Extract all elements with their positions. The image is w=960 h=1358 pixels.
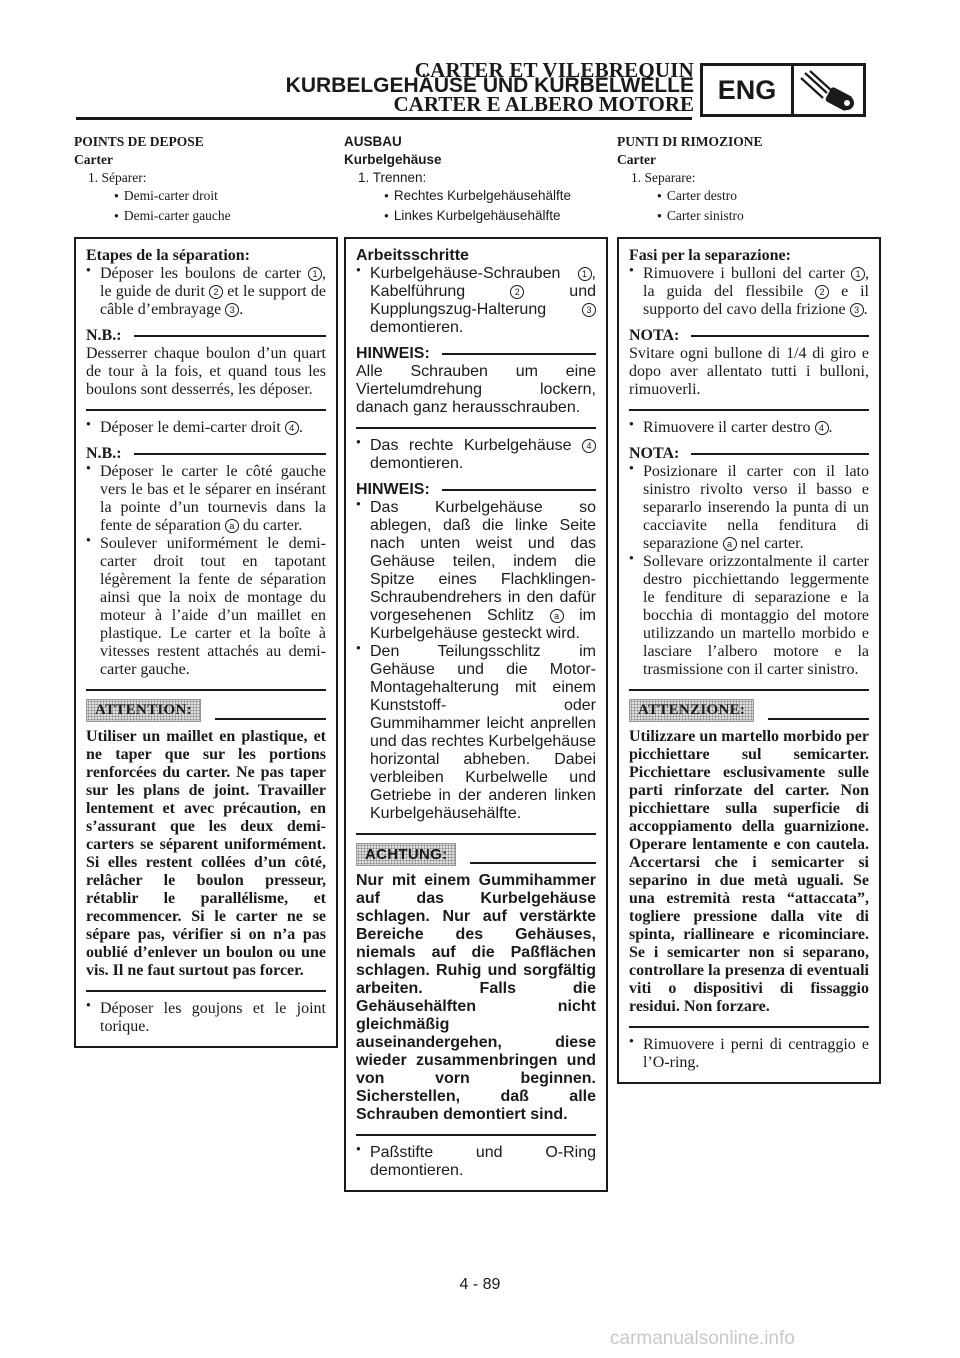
title-german: KURBELGEHÄUSE UND KURBELWELLE: [285, 74, 694, 97]
divider: [86, 409, 326, 411]
note-text: Alle Schrauben um eine Viertelumdrehung …: [356, 363, 596, 416]
divider: [356, 1134, 596, 1136]
header-rule: [76, 117, 692, 120]
note-text: Svitare ogni bullone di 1/4 di giro e do…: [629, 345, 869, 398]
callout-4: 4: [582, 439, 596, 453]
divider: [356, 427, 596, 429]
callout-3: 3: [225, 303, 240, 317]
caution-text: Utilizzare un martello morbido per picch…: [629, 728, 869, 1015]
note-item: Soulever uniformément le demi-carter dro…: [86, 535, 326, 679]
callout-4: 4: [284, 421, 299, 435]
caution-heading: ACHTUNG:: [356, 843, 596, 866]
part-item: Carter sinistro: [617, 207, 881, 227]
callout-1: 1: [851, 267, 865, 281]
procedure-box: Fasi per la separazione: Rimuovere i bul…: [617, 237, 881, 1084]
procedure-box: Arbeitsschritte Kurbelgehäuse-Schrauben …: [344, 237, 608, 1192]
title-italian: CARTER E ALBERO MOTORE: [393, 92, 694, 116]
section-badge: ENG: [700, 63, 866, 117]
callout-3: 3: [849, 303, 864, 317]
section-heading: AUSBAU: [344, 134, 402, 149]
page-number: 4 - 89: [459, 1276, 501, 1293]
divider: [356, 833, 596, 835]
part-item: Rechtes Kurbelgehäusehälfte: [344, 187, 608, 207]
note-item: Den Teilungsschlitz im Gehäuse und die M…: [356, 643, 596, 823]
caution-text: Utiliser un maillet en plastique, et ne …: [86, 728, 326, 979]
title-french: CARTER ET VILEBREQUIN: [414, 58, 694, 82]
step-1: 1. Separare:: [631, 170, 696, 185]
callout-2: 2: [510, 285, 525, 299]
caution-label: ATTENTION:: [86, 699, 201, 722]
section-subheading: Carter: [617, 152, 656, 167]
procedure-item: Déposer le demi-carter droit 4.: [86, 419, 326, 437]
note-heading: HINWEIS:: [356, 345, 596, 363]
column-italian: PUNTI DI RIMOZIONE Carter 1. Separare: C…: [617, 133, 881, 1084]
step-1: 1. Trennen:: [358, 170, 427, 185]
procedure-item: Paßstifte und O-Ring demontieren.: [356, 1144, 596, 1180]
part-item: Demi-carter gauche: [74, 207, 338, 227]
part-item: Carter destro: [617, 187, 881, 207]
callout-2: 2: [209, 285, 224, 299]
note-item: Das Kurbelgehäuse so ablegen, daß die li…: [356, 499, 596, 643]
caution-label: ATTENZIONE:: [629, 699, 755, 722]
note-heading: HINWEIS:: [356, 481, 596, 499]
section-heading: POINTS DE DEPOSE: [74, 134, 204, 149]
callout-a: a: [549, 609, 564, 623]
caution-heading: ATTENZIONE:: [629, 699, 869, 722]
callout-2: 2: [815, 285, 830, 299]
caution-text: Nur mit einem Gummihammer auf das Kurbel…: [356, 872, 596, 1123]
note-item: Posizionare il carter con il lato sinist…: [629, 463, 869, 553]
section-heading: PUNTI DI RIMOZIONE: [617, 134, 763, 149]
note-heading: N.B.:: [86, 445, 326, 463]
procedure-item: Déposer les boulons de carter 1, le guid…: [86, 265, 326, 319]
box-lead: Fasi per la separazione:: [629, 247, 791, 264]
note-item: Déposer le carter le côté gauche vers le…: [86, 463, 326, 535]
callout-4: 4: [814, 421, 829, 435]
divider: [629, 1026, 869, 1028]
callout-a: a: [224, 519, 239, 533]
step-1: 1. Séparer:: [88, 170, 147, 185]
engine-crankshaft-icon: [794, 66, 863, 114]
procedure-item: Kurbelgehäuse-Schrauben 1, Kabelführung …: [356, 265, 596, 337]
divider: [86, 689, 326, 691]
callout-1: 1: [308, 267, 322, 281]
badge-label: ENG: [703, 66, 794, 114]
part-item: Demi-carter droit: [74, 187, 338, 207]
watermark: carmanualsonline.info: [610, 1328, 795, 1349]
part-item: Linkes Kurbelgehäusehälfte: [344, 207, 608, 227]
procedure-item: Rimuovere il carter destro 4.: [629, 419, 869, 437]
box-lead: Etapes de la séparation:: [86, 247, 250, 264]
note-heading: N.B.:: [86, 327, 326, 345]
section-subheading: Carter: [74, 152, 113, 167]
note-heading: NOTA:: [629, 327, 869, 345]
divider: [629, 689, 869, 691]
section-subheading: Kurbelgehäuse: [344, 152, 442, 167]
callout-3: 3: [582, 303, 596, 317]
callout-a: a: [722, 537, 737, 551]
note-text: Desserrer chaque boulon d’un quart de to…: [86, 345, 326, 398]
procedure-item: Déposer les goujons et le joint torique.: [86, 1000, 326, 1036]
divider: [86, 990, 326, 992]
caution-heading: ATTENTION:: [86, 699, 326, 722]
column-french: POINTS DE DEPOSE Carter 1. Séparer: Demi…: [74, 133, 338, 1048]
procedure-item: Rimuovere i perni di centraggio e l’O-ri…: [629, 1036, 869, 1072]
procedure-item: Das rechte Kurbelgehäuse 4 demontieren.: [356, 437, 596, 473]
box-lead: Arbeitsschritte: [356, 247, 469, 264]
column-german: AUSBAU Kurbelgehäuse 1. Trennen: Rechtes…: [344, 133, 608, 1192]
procedure-item: Rimuovere i bulloni del carter 1, la gui…: [629, 265, 869, 319]
procedure-box: Etapes de la séparation: Déposer les bou…: [74, 237, 338, 1048]
caution-label: ACHTUNG:: [356, 843, 457, 866]
callout-1: 1: [577, 267, 592, 281]
divider: [629, 409, 869, 411]
note-item: Sollevare orizzontalmente il carter dest…: [629, 553, 869, 679]
note-heading: NOTA:: [629, 445, 869, 463]
